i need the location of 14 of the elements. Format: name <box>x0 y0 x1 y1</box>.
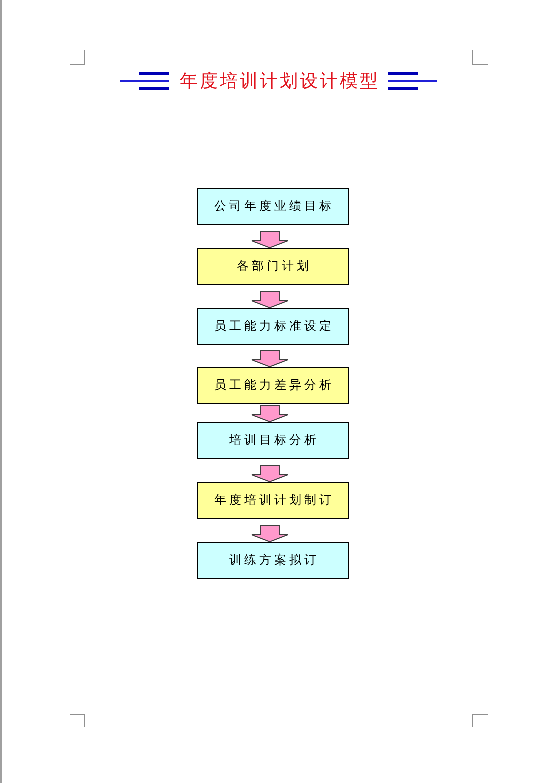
block-arrow <box>252 350 288 368</box>
process-box: 年度培训计划制订 <box>197 482 349 519</box>
block-arrow <box>252 406 288 423</box>
process-box: 员工能力差异分析 <box>197 367 349 404</box>
process-box: 各部门计划 <box>197 248 349 285</box>
process-box: 员工能力标准设定 <box>197 308 349 345</box>
block-arrow <box>252 466 288 483</box>
title: 年度培训计划设计模型 <box>180 70 380 93</box>
block-arrow <box>252 232 288 249</box>
process-box: 公司年度业绩目标 <box>197 188 349 225</box>
process-box: 培训目标分析 <box>197 422 349 459</box>
block-arrow <box>252 526 288 543</box>
block-arrow <box>252 292 288 309</box>
process-box: 训练方案拟订 <box>197 542 349 579</box>
